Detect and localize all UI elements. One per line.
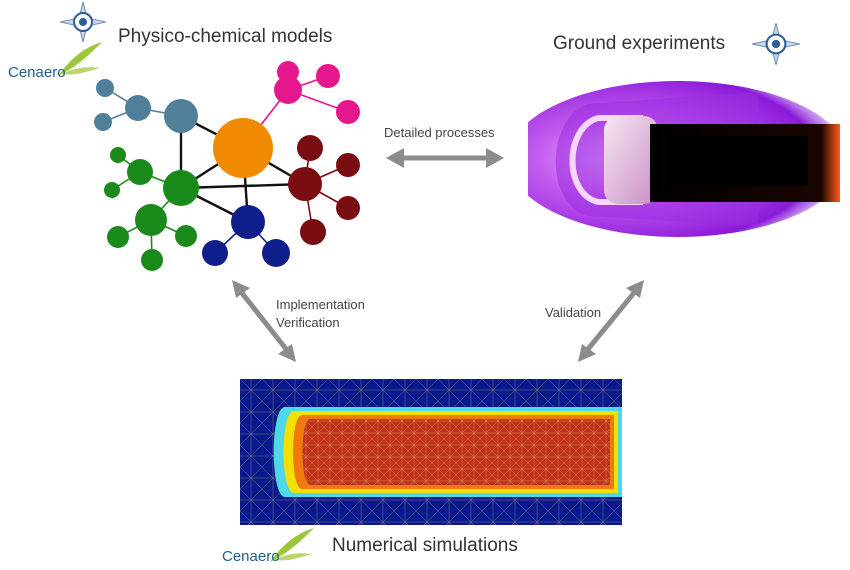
node-thermo-leaf-1 xyxy=(110,147,126,163)
node-kinetics-leaf-2 xyxy=(336,153,360,177)
node-transport-leaf-1 xyxy=(202,240,228,266)
vki-emblem-icon-right xyxy=(752,23,800,65)
ground-experiment-plasma-image xyxy=(528,81,840,237)
node-surface-leaf-1 xyxy=(277,61,299,83)
cenaero-logo-text-top: Cenaero xyxy=(8,64,66,81)
numerical-simulation-mesh-image xyxy=(240,379,622,525)
node-radiation-sub xyxy=(125,95,151,121)
caption-validation: Validation xyxy=(545,305,602,320)
node-surface xyxy=(274,76,302,104)
arrow-validation xyxy=(578,280,644,362)
caption-detailed-processes: Detailed processes xyxy=(384,125,495,140)
arrow-detailed-processes xyxy=(386,148,504,168)
caption-implementation: Implementation xyxy=(276,297,365,312)
node-transport xyxy=(231,205,265,239)
node-thermo-leaf-5 xyxy=(175,225,197,247)
node-thermo-leaf-3 xyxy=(107,226,129,248)
caption-verification: Verification xyxy=(276,315,340,330)
node-thermo-leaf-2 xyxy=(104,182,120,198)
node-radiation xyxy=(164,99,198,133)
arrow-implementation-verification xyxy=(232,280,296,362)
cenaero-leaf-icon-bottom xyxy=(270,528,314,562)
node-central-hub xyxy=(213,118,273,178)
vki-emblem-icon-top xyxy=(60,2,106,42)
node-radiation-leaf-1 xyxy=(96,79,114,97)
cenaero-logo-text-bottom: Cenaero xyxy=(222,548,280,565)
node-transport-leaf-2 xyxy=(262,239,290,267)
node-surface-leaf-2 xyxy=(316,64,340,88)
node-kinetics-leaf-3 xyxy=(336,196,360,220)
node-radiation-leaf-2 xyxy=(94,113,112,131)
node-kinetics-leaf-4 xyxy=(300,219,326,245)
node-surface-leaf-3 xyxy=(336,100,360,124)
node-thermo-leaf-4 xyxy=(141,249,163,271)
node-kinetics-leaf-1 xyxy=(297,135,323,161)
node-thermo-sub-2 xyxy=(135,204,167,236)
cenaero-leaf-icon-top xyxy=(58,42,102,76)
heading-physico-chemical-models: Physico-chemical models xyxy=(118,26,333,47)
physico-chemical-network-diagram xyxy=(94,61,360,271)
heading-numerical-simulations: Numerical simulations xyxy=(332,535,518,556)
heading-ground-experiments: Ground experiments xyxy=(553,33,726,54)
node-thermo xyxy=(163,170,199,206)
node-kinetics xyxy=(288,167,322,201)
node-thermo-sub-1 xyxy=(127,159,153,185)
